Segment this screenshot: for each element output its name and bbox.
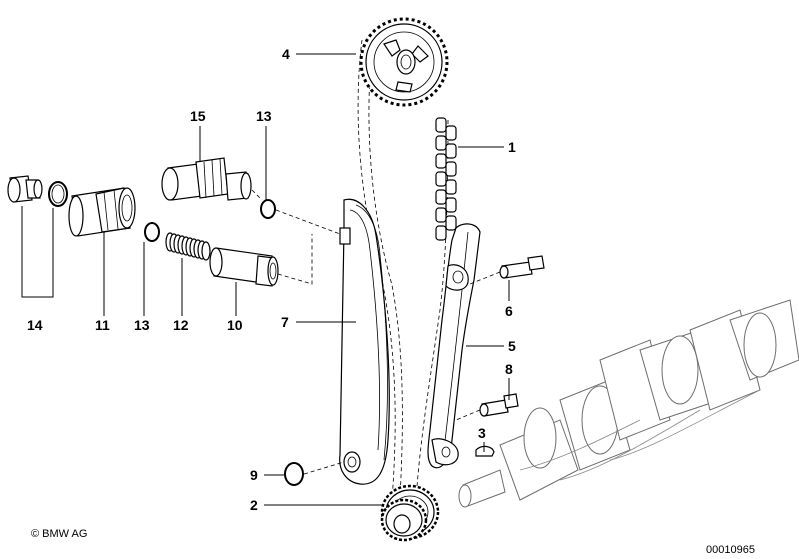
guide-rail-bolt-upper: [469, 255, 545, 285]
screw-plug: [7, 175, 43, 203]
guide-rail: [427, 223, 481, 469]
callout-10: 10: [227, 317, 243, 333]
plug-seal-ring: [48, 181, 68, 207]
assembly-line: [277, 234, 313, 285]
callout-7: 7: [281, 314, 289, 330]
callout-14: 14: [27, 317, 43, 333]
callout-11: 11: [95, 317, 110, 333]
timing-chain: [357, 39, 457, 501]
callout-13-upper: 13: [256, 108, 272, 124]
crankshaft-sprocket: [380, 484, 440, 542]
callout-15: 15: [190, 108, 206, 124]
tensioner-rail: [339, 198, 390, 485]
copyright-text: © BMW AG: [31, 528, 87, 540]
callout-6: 6: [505, 303, 513, 319]
callout-5: 5: [508, 338, 516, 354]
seal-ring-lower: [144, 222, 160, 242]
callout-4: 4: [282, 46, 290, 62]
tensioner-piston: [209, 247, 279, 287]
chain-links: [435, 117, 457, 241]
callout-9: 9: [250, 467, 258, 483]
camshaft-sprocket: [359, 17, 449, 107]
seal-ring-upper: [260, 199, 341, 235]
woodruff-key: [475, 445, 495, 457]
callout-1: 1: [508, 139, 516, 155]
guide-rail-bolt-lower: [455, 393, 519, 421]
callout-8: 8: [505, 361, 513, 377]
callout-labels: 1 2 3 4 5 6 7 8 9 10 11 12 13 13 14 15: [27, 46, 516, 513]
callout-2: 2: [250, 497, 258, 513]
callout-12: 12: [173, 317, 189, 333]
compression-spring: [165, 232, 211, 261]
diagram-number: 00010965: [706, 544, 755, 556]
callout-3: 3: [478, 425, 486, 441]
leader-lines: [21, 53, 510, 506]
callout-13-lower: 13: [134, 317, 150, 333]
tensioner-housing: [68, 187, 136, 237]
crankshaft-ghost: [458, 299, 799, 508]
chain-tensioner: [161, 157, 263, 201]
circlip: [284, 461, 345, 486]
